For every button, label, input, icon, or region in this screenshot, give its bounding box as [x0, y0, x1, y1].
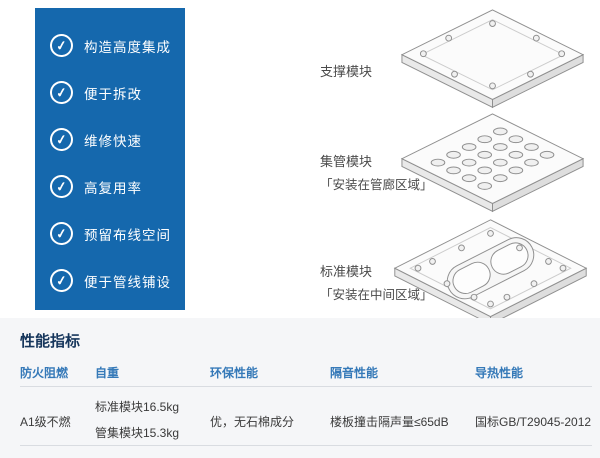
feature-item: ✓ 构造高度集成: [35, 22, 185, 69]
feature-item: ✓ 预留布线空间: [35, 210, 185, 257]
module-label-manifold: 集管模块 「安装在管廊区域」: [320, 152, 433, 194]
column-header-weight: 自重: [95, 366, 120, 380]
column-header-fire: 防火阻燃: [20, 366, 69, 380]
value-fire: A1级不燃: [20, 415, 71, 429]
feature-label: 高复用率: [84, 180, 142, 196]
value-sound: 楼板撞击隔声量≤65dB: [330, 415, 449, 429]
table-divider-top: [20, 386, 592, 387]
check-icon: ✓: [48, 32, 75, 59]
feature-label: 构造高度集成: [84, 39, 171, 55]
performance-specs: 性能指标 防火阻燃 自重 环保性能 隔音性能 导热性能 A1级不燃 标准模块16…: [0, 318, 600, 458]
module-label-support: 支撑模块: [320, 62, 372, 86]
column-header-thermal: 导热性能: [475, 366, 524, 380]
standard-module-drawing: [393, 219, 588, 326]
manifold-module-drawing: [400, 113, 585, 213]
value-weight-standard: 标准模块16.5kg: [95, 400, 180, 414]
module-note: 「安装在管廊区域」: [320, 177, 433, 192]
specs-title: 性能指标: [20, 333, 81, 350]
check-icon: ✓: [48, 173, 75, 200]
feature-item: ✓ 维修快速: [35, 116, 185, 163]
feature-label: 预留布线空间: [84, 227, 171, 243]
check-icon: ✓: [48, 79, 75, 106]
module-name: 支撑模块: [320, 64, 373, 79]
check-icon: ✓: [48, 220, 75, 247]
check-icon: ✓: [48, 267, 75, 294]
value-thermal: 国标GB/T29045-2012: [475, 415, 592, 429]
column-header-environment: 环保性能: [210, 366, 259, 380]
module-note: 「安装在中间区域」: [320, 287, 433, 302]
feature-panel: ✓ 构造高度集成 ✓ 便于拆改 ✓ 维修快速 ✓ 高复用率 ✓ 预留布线空间 ✓…: [35, 8, 185, 310]
support-module-drawing: [400, 9, 585, 109]
feature-label: 便于拆改: [84, 86, 142, 102]
value-weight-manifold: 管集模块15.3kg: [95, 426, 180, 440]
table-divider-bottom: [20, 445, 592, 446]
module-name: 集管模块: [320, 154, 373, 169]
feature-item: ✓ 便于拆改: [35, 69, 185, 116]
feature-item: ✓ 高复用率: [35, 163, 185, 210]
module-name: 标准模块: [320, 264, 373, 279]
module-label-standard: 标准模块 「安装在中间区域」: [320, 262, 433, 304]
check-icon: ✓: [48, 126, 75, 153]
value-environment: 优，无石棉成分: [210, 415, 295, 429]
column-header-sound: 隔音性能: [330, 366, 379, 380]
feature-item: ✓ 便于管线铺设: [35, 257, 185, 304]
feature-label: 便于管线铺设: [84, 274, 171, 290]
feature-label: 维修快速: [84, 133, 142, 149]
